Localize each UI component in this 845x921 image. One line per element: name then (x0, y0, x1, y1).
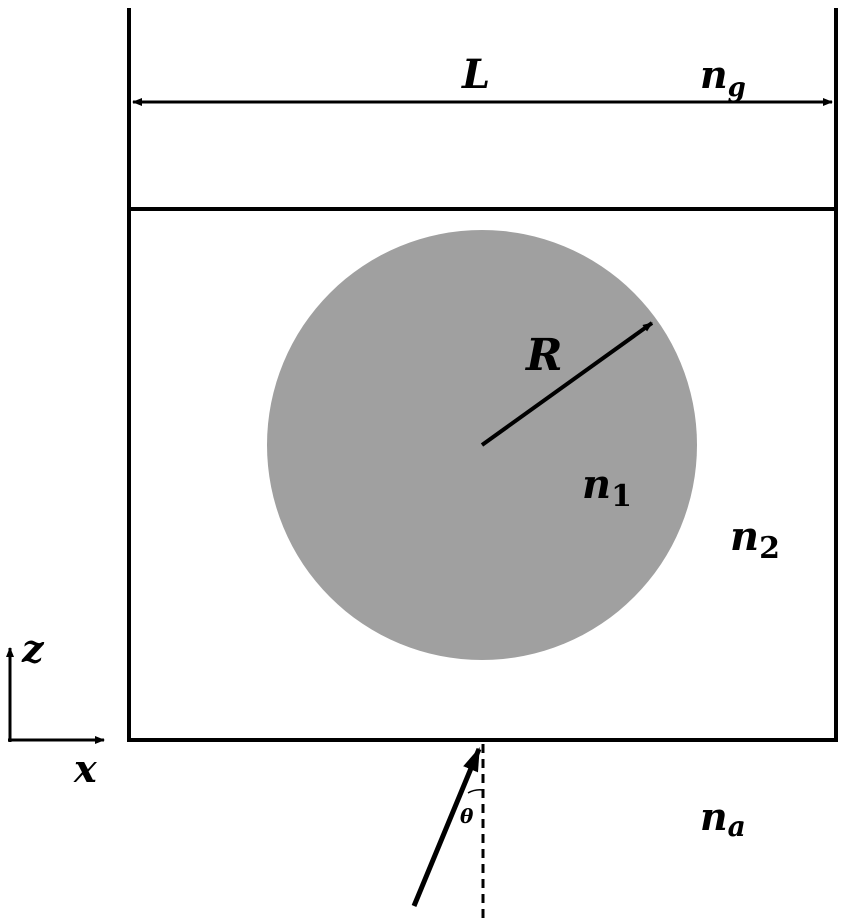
substrate-index-label: na (700, 794, 746, 843)
period-label: L (461, 51, 490, 98)
radius-label: R (524, 330, 563, 381)
angle-arc (467, 789, 484, 794)
host-index-label: n2 (730, 513, 780, 566)
radius-arrow (480, 321, 654, 447)
cover-index-label: ng (700, 52, 746, 103)
sphere-index-label: n1 (582, 461, 632, 514)
incident-beam-arrow (411, 747, 482, 907)
x-axis-label: x (73, 746, 98, 791)
angle-label: θ (460, 804, 474, 828)
z-axis-label: z (21, 626, 45, 671)
